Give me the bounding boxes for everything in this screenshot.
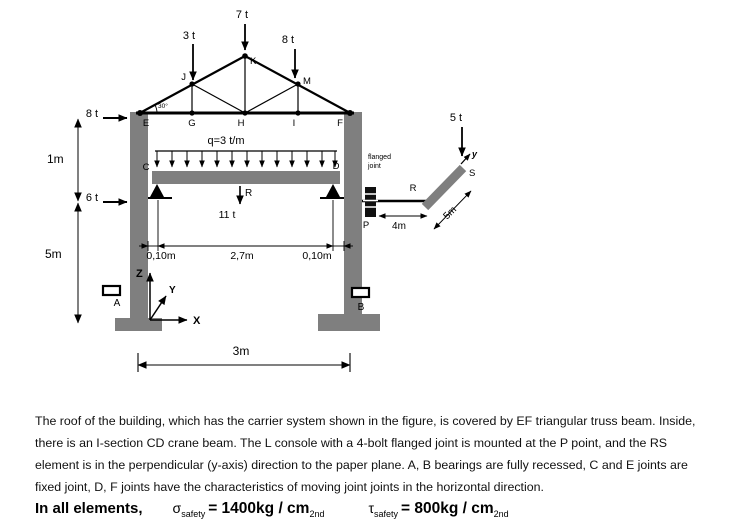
- distributed-load: [154, 150, 338, 168]
- tau-safety-formula: τsafety= 800kg / cm2nd: [368, 500, 509, 519]
- sigma-exponent: 2nd: [309, 509, 325, 519]
- rs-labels: R S P: [363, 168, 476, 231]
- dim-1m: 1m: [47, 152, 64, 166]
- roof-loads: 3 t 7 t 8 t: [183, 9, 299, 81]
- load-3t-label: 3 t: [183, 30, 195, 42]
- global-axes: [146, 272, 188, 324]
- node-label-J: J: [181, 72, 186, 83]
- problem-description: The roof of the building, which has the …: [35, 414, 696, 494]
- y-axis: [149, 295, 167, 321]
- label-D: D: [333, 161, 340, 172]
- load-7t-label: 7 t: [236, 9, 248, 21]
- angle-30-arc: [154, 104, 158, 114]
- support-A-symbol: [101, 284, 122, 297]
- dim-5m-diagonal: 5m: [441, 204, 459, 222]
- crane-load: R 11 t: [219, 186, 252, 221]
- y-axis-label: Y: [169, 285, 176, 296]
- base-dimension: [137, 353, 351, 372]
- flanged-joint-caption: flanged joint: [367, 154, 391, 170]
- flanged-caption-line1: flanged: [368, 154, 391, 161]
- crane-beam: [152, 171, 340, 184]
- formula-prefix: In all elements,: [35, 500, 143, 517]
- base-supports: A B: [101, 284, 371, 313]
- crane-load-point: R: [245, 188, 252, 199]
- label-R: R: [410, 183, 417, 194]
- support-D: [326, 184, 340, 197]
- angle-30-label: 30°: [158, 102, 168, 110]
- x-axis-label: X: [193, 315, 201, 327]
- tau-value: = 800kg / cm: [401, 500, 494, 517]
- sigma-value: = 1400kg / cm: [208, 500, 310, 517]
- sigma-safety-formula: σsafety= 1400kg / cm2nd: [172, 500, 325, 519]
- z-axis-label: Z: [136, 268, 143, 280]
- axis-labels: Z Y X: [136, 268, 201, 327]
- node-label-F: F: [337, 118, 343, 129]
- load-5t-label: 5 t: [450, 112, 462, 124]
- dim-010-right: 0,10m: [302, 250, 331, 262]
- left-column: [130, 112, 148, 320]
- dim-5m: 5m: [45, 247, 62, 261]
- rs-dimension: [433, 190, 472, 230]
- sigma-symbol: σ: [172, 500, 182, 516]
- node-label-G: G: [188, 118, 195, 129]
- dim-010-left: 0,10m: [146, 250, 175, 262]
- load-8t-roof-label: 8 t: [282, 34, 294, 46]
- dim-3m: 3m: [233, 344, 250, 358]
- label-B: B: [358, 302, 365, 313]
- flanged-caption-line2: joint: [367, 163, 381, 170]
- node-label-H: H: [238, 118, 245, 129]
- label-A: A: [114, 298, 121, 309]
- left-footing: [115, 318, 162, 331]
- tau-subscript: safety: [374, 509, 399, 519]
- right-footing: [318, 314, 380, 331]
- dim-27: 2,7m: [230, 250, 254, 262]
- label-S: S: [469, 168, 475, 179]
- local-y-axis: y: [460, 149, 478, 165]
- truss-node-labels: E G H I F J K M 30°: [143, 56, 343, 129]
- label-C: C: [143, 162, 150, 173]
- node-label-K: K: [250, 56, 257, 67]
- tau-symbol: τ: [368, 500, 375, 516]
- node-label-E: E: [143, 118, 149, 129]
- crane-beam-dimension-labels: 0,10m 2,7m 0,10m: [146, 250, 331, 262]
- truss-members: [136, 55, 354, 115]
- crane-load-value: 11 t: [219, 209, 236, 221]
- support-B-symbol: [350, 286, 371, 299]
- label-P: P: [363, 220, 369, 231]
- column-loads: 8 t 6 t: [86, 108, 128, 206]
- node-label-I: I: [293, 118, 296, 129]
- load-6t-label: 6 t: [86, 192, 98, 204]
- flanged-joint: [363, 187, 378, 217]
- q-load-label: q=3 t/m: [208, 135, 245, 147]
- support-C: [150, 184, 164, 197]
- truss-nodes: [137, 53, 353, 116]
- load-5t: 5 t: [450, 112, 466, 157]
- dim-4m: 4m: [392, 221, 406, 232]
- tau-exponent: 2nd: [493, 509, 509, 519]
- frame: [115, 112, 380, 331]
- node-label-M: M: [303, 76, 311, 87]
- right-column: [344, 112, 362, 316]
- sigma-subscript: safety: [181, 509, 206, 519]
- load-8t-col-label: 8 t: [86, 108, 98, 120]
- local-y-label: y: [471, 149, 478, 159]
- rs-element: [421, 164, 467, 211]
- crane-beam-dimension: [139, 200, 353, 251]
- structural-diagram: C D E G H I F: [45, 9, 478, 372]
